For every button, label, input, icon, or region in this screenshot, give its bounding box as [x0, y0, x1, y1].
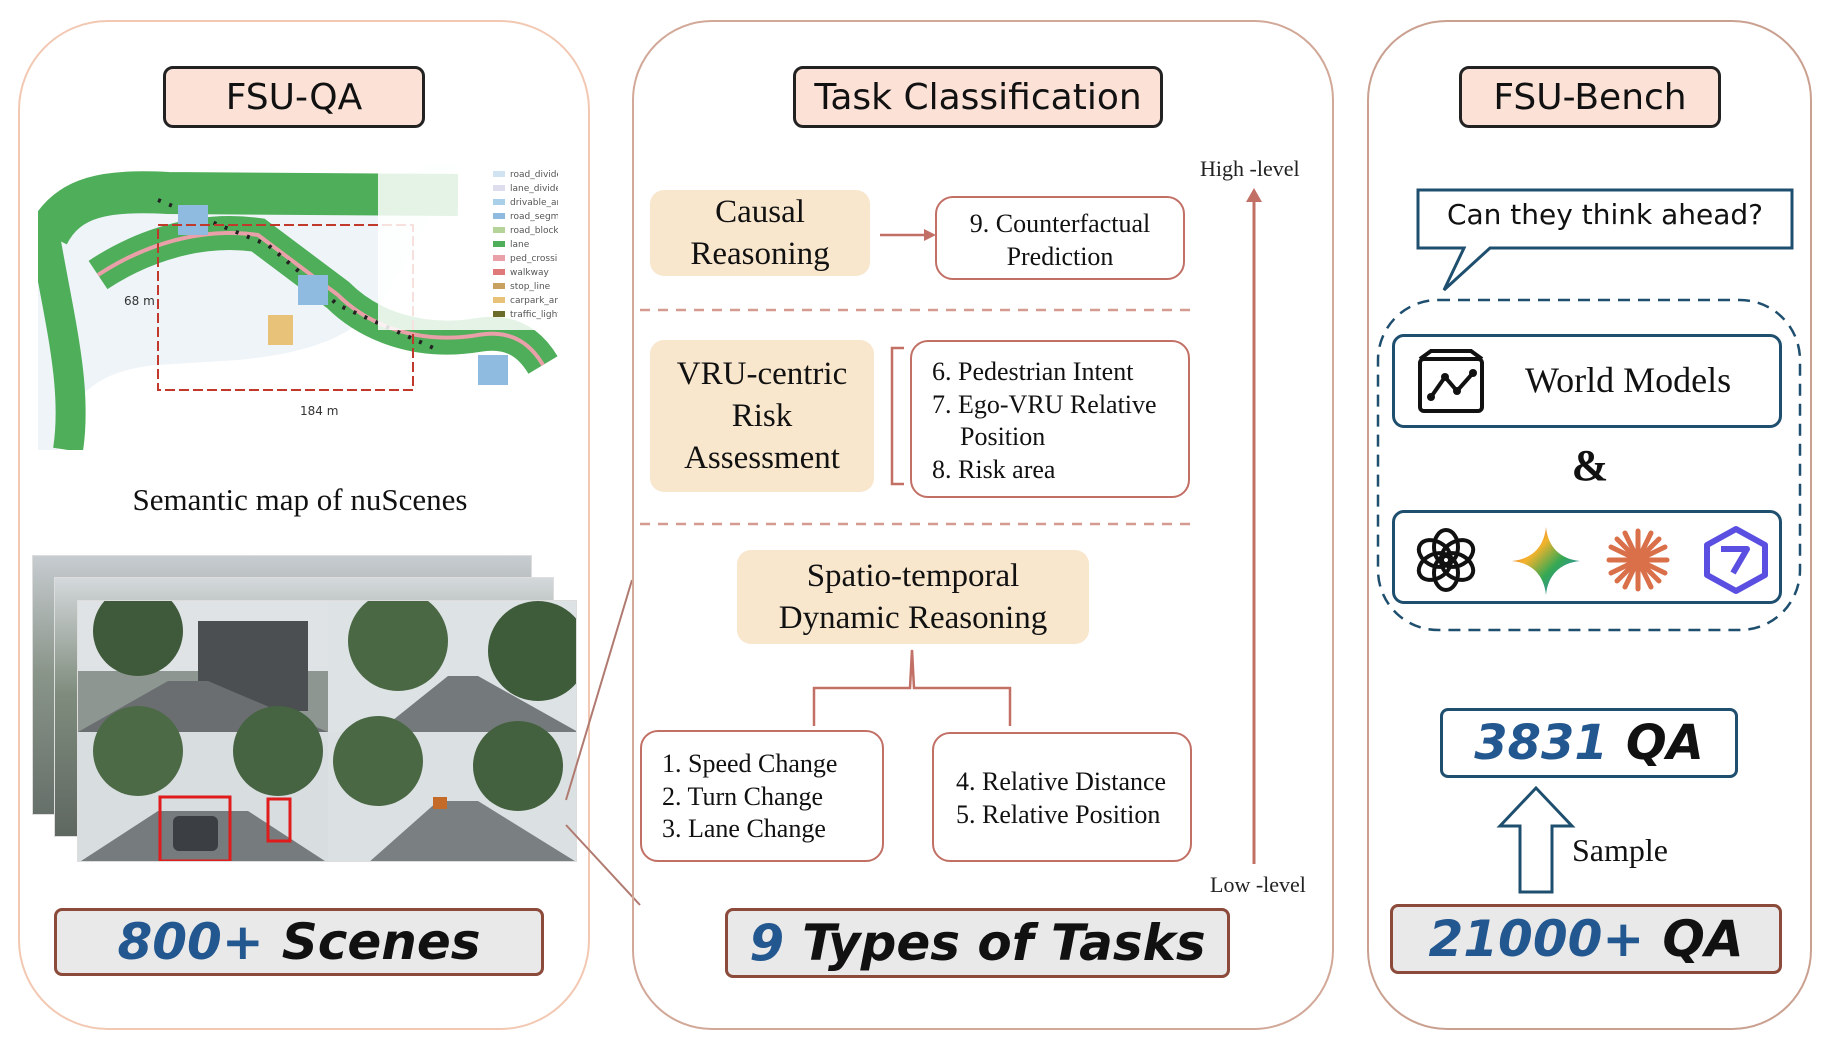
- total-qa-label: QA: [1662, 910, 1744, 968]
- low-level-task-box-1: 1. Speed Change 2. Turn Change 3. Lane C…: [640, 730, 884, 862]
- spatio-bracket: [812, 649, 1012, 726]
- svg-text:road_divider: road_divider: [510, 170, 558, 180]
- svg-text:lane: lane: [510, 240, 530, 250]
- task-types-label: Types of Tasks: [802, 914, 1206, 972]
- camera-frame-front: [77, 600, 577, 862]
- llm-models-box: [1392, 510, 1782, 604]
- claude-icon: [1606, 528, 1670, 592]
- sample-up-arrow: [1496, 786, 1576, 894]
- level-arrow: [1246, 188, 1262, 864]
- ampersand: &: [1571, 441, 1609, 490]
- causal-arrow: [880, 229, 936, 241]
- world-models-label: World Models: [1525, 360, 1732, 400]
- fsu-qa-title: FSU-QA: [163, 66, 425, 128]
- svg-text:lane_divider: lane_divider: [510, 184, 558, 194]
- sample-count-label: QA: [1625, 715, 1704, 771]
- task-classification-title: Task Classification: [793, 66, 1163, 128]
- gemini-icon: [1512, 527, 1580, 595]
- task-8-risk-area: 8. Risk area: [932, 454, 1056, 484]
- total-qa-banner: 21000+ QA: [1390, 904, 1782, 974]
- svg-text:carpark_area: carpark_area: [510, 296, 558, 306]
- task-types-banner: 9 Types of Tasks: [725, 908, 1230, 978]
- task-9-counterfactual: 9. Counterfactual Prediction: [935, 196, 1185, 280]
- task-4-relative-distance: 4. Relative Distance: [956, 767, 1167, 796]
- world-model-icon: [1418, 349, 1484, 413]
- svg-text:walkway: walkway: [510, 268, 549, 278]
- scenes-count: 800+: [117, 913, 264, 971]
- bench-question: Can they think ahead?: [1446, 198, 1764, 231]
- level-low-label: Low -level: [1210, 872, 1306, 897]
- svg-text:road_segment: road_segment: [510, 212, 558, 222]
- openai-icon: [1416, 528, 1476, 592]
- svg-text:stop_line: stop_line: [510, 282, 551, 292]
- scenes-label: Scenes: [281, 913, 481, 971]
- qwen-icon: [1704, 526, 1768, 594]
- vru-task-box: 6. Pedestrian Intent 7. Ego-VRU Relative…: [910, 340, 1190, 498]
- scenes-count-banner: 800+ Scenes: [54, 908, 544, 976]
- task-6-pedestrian-intent: 6. Pedestrian Intent: [932, 357, 1134, 386]
- map-dim-horizontal: 184 m: [300, 404, 338, 418]
- semantic-map-image: road_divider lane_divider drivable_area …: [38, 165, 558, 450]
- speech-bubble: [1416, 188, 1794, 292]
- svg-text:drivable_area: drivable_area: [510, 198, 558, 208]
- category-vru-risk: VRU-centric Risk Assessment: [650, 340, 874, 492]
- total-qa-count: 21000+: [1428, 910, 1645, 968]
- svg-text:traffic_light: traffic_light: [510, 310, 558, 320]
- fsu-qa-panel: [18, 20, 590, 1030]
- category-spatio-temporal: Spatio-temporal Dynamic Reasoning: [737, 550, 1089, 644]
- task-1-speed-change: 1. Speed Change: [662, 749, 838, 778]
- sample-count-box: 3831 QA: [1440, 708, 1738, 778]
- models-dashed-group: [1376, 298, 1802, 632]
- task-7-ego-vru-position: 7. Ego-VRU Relative Position: [932, 389, 1157, 452]
- task-5-relative-position: 5. Relative Position: [956, 799, 1161, 829]
- fsu-bench-panel: [1367, 20, 1812, 1030]
- task-3-lane-change: 3. Lane Change: [662, 814, 826, 843]
- divider-1: [640, 308, 1195, 312]
- vru-bracket: [890, 346, 904, 486]
- map-dim-vertical: 68 m: [124, 294, 155, 308]
- zoom-connector-lines: [565, 579, 641, 906]
- task-classification-panel: [632, 20, 1334, 1030]
- svg-text:ped_crossing: ped_crossing: [510, 254, 558, 264]
- map-caption: Semantic map of nuScenes: [132, 482, 468, 517]
- svg-text:road_block: road_block: [510, 226, 558, 236]
- world-models-box: World Models: [1392, 334, 1782, 428]
- task-2-turn-change: 2. Turn Change: [662, 781, 824, 811]
- category-causal-reasoning: Causal Reasoning: [650, 190, 870, 276]
- fsu-bench-title: FSU-Bench: [1459, 66, 1721, 128]
- camera-frames: [32, 555, 577, 865]
- task-types-count: 9: [749, 914, 785, 972]
- sample-count: 3831: [1474, 715, 1608, 771]
- divider-2: [640, 522, 1195, 526]
- level-high-label: High -level: [1200, 156, 1300, 181]
- sample-arrow-label: Sample: [1572, 832, 1668, 868]
- low-level-task-box-2: 4. Relative Distance 5. Relative Positio…: [932, 732, 1192, 862]
